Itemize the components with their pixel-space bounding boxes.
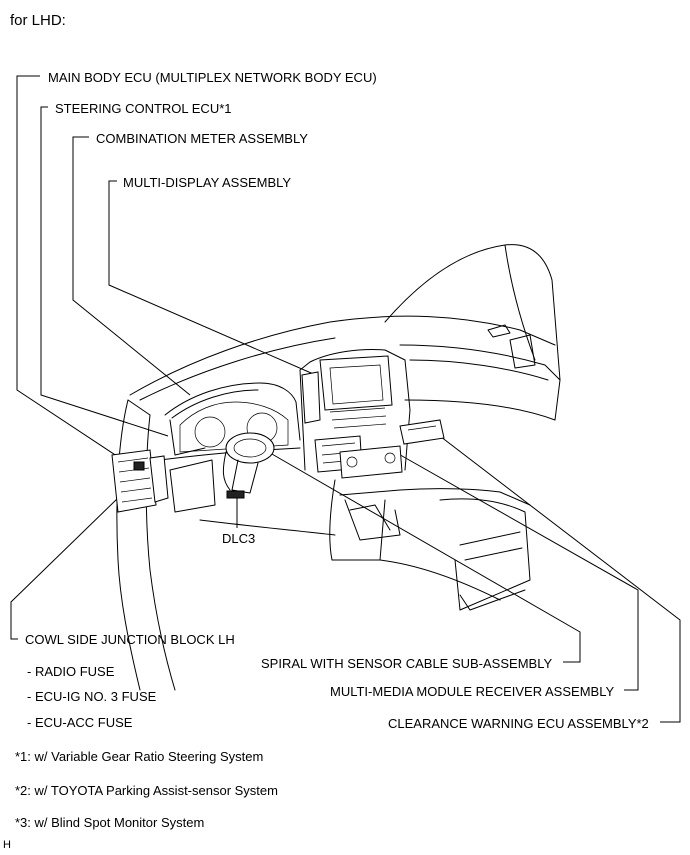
- dashboard-outline: [116, 244, 561, 691]
- fuse-item: - ECU-ACC FUSE: [27, 715, 133, 730]
- label-cowl-side-junction-block: COWL SIDE JUNCTION BLOCK LH: [25, 632, 235, 647]
- label-multi-display: MULTI-DISPLAY ASSEMBLY: [123, 175, 292, 190]
- label-combination-meter: COMBINATION METER ASSEMBLY: [96, 131, 308, 146]
- leader-cowl-side-jb: [10, 497, 119, 640]
- footnote: *2: w/ TOYOTA Parking Assist-sensor Syst…: [15, 783, 278, 798]
- label-dlc3: DLC3: [222, 531, 256, 546]
- leader-clearance-warning-ecu: [431, 429, 681, 723]
- leader-multimedia-receiver: [387, 447, 639, 691]
- page-title: for LHD:: [10, 12, 66, 29]
- label-spiral-cable: SPIRAL WITH SENSOR CABLE SUB-ASSEMBLY: [261, 656, 553, 671]
- label-main-body-ecu: MAIN BODY ECU (MULTIPLEX NETWORK BODY EC…: [48, 70, 377, 85]
- leader-combination-meter: [72, 136, 191, 396]
- label-clearance-warning-ecu: CLEARANCE WARNING ECU ASSEMBLY*2: [388, 716, 649, 731]
- cowl-side-junction-block: [111, 449, 169, 513]
- corner-mark: H: [3, 839, 11, 851]
- leader-lines: [10, 75, 681, 723]
- label-multimedia-receiver: MULTI-MEDIA MODULE RECEIVER ASSEMBLY: [330, 684, 615, 699]
- leader-multi-display: [108, 180, 319, 377]
- footnote: *1: w/ Variable Gear Ratio Steering Syst…: [15, 749, 264, 764]
- leader-steering-control-ecu: [40, 106, 169, 437]
- leader-spiral-cable: [264, 449, 581, 663]
- leader-main-body-ecu: [16, 75, 136, 469]
- label-steering-control-ecu: STEERING CONTROL ECU*1: [55, 101, 232, 116]
- fuse-item: - RADIO FUSE: [27, 664, 115, 679]
- fuse-item: - ECU-IG NO. 3 FUSE: [27, 689, 157, 704]
- footnote: *3: w/ Blind Spot Monitor System: [15, 815, 205, 830]
